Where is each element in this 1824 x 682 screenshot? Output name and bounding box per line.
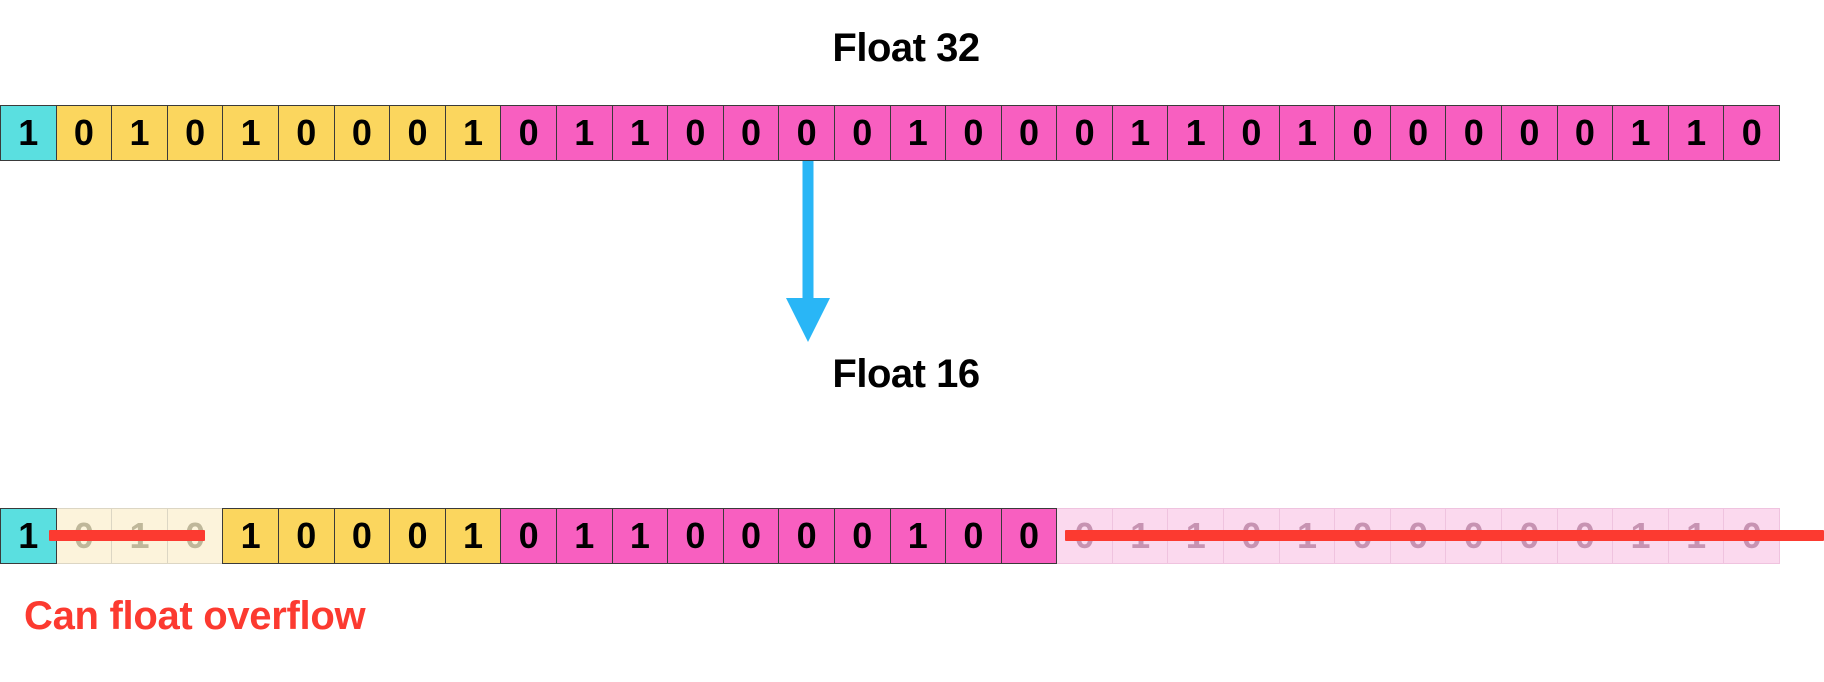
bit-cell: 0 <box>778 508 835 564</box>
bit-cell: 1 <box>444 105 502 161</box>
bit-cell: 1 <box>1111 105 1169 161</box>
bit-cell: 0 <box>333 105 391 161</box>
bit-cell: 0 <box>1445 105 1503 161</box>
bit-cell: 0 <box>833 105 891 161</box>
bit-cell: 0 <box>1723 105 1780 161</box>
bit-cell: 0 <box>1223 105 1280 161</box>
bit-cell: 0 <box>667 105 724 161</box>
bit-cell: 0 <box>389 105 446 161</box>
bit-cell: 1 <box>111 105 168 161</box>
bit-cell: 0 <box>1389 105 1447 161</box>
bit-cell: 0 <box>1056 105 1113 161</box>
bit-cell: 1 <box>1167 105 1225 161</box>
bit-cell: 0 <box>500 508 557 564</box>
bit-cell: 0 <box>778 105 835 161</box>
bit-cell: 0 <box>389 508 446 564</box>
bit-cell: 0 <box>277 105 335 161</box>
bit-cell: 0 <box>277 508 335 564</box>
bit-cell: 1 <box>1278 105 1336 161</box>
bit-cell: 0 <box>1000 508 1058 564</box>
bit-cell: 1 <box>0 105 57 161</box>
bit-cell: 1 <box>1667 105 1725 161</box>
bit-cell: 0 <box>55 105 113 161</box>
bit-cell: 1 <box>222 508 279 564</box>
float32-title: Float 32 <box>832 26 980 70</box>
bit-cell: 0 <box>1556 105 1614 161</box>
dropped-exponent-strike-line <box>49 530 205 541</box>
bit-cell: 0 <box>333 508 391 564</box>
bit-cell: 1 <box>889 105 947 161</box>
overflow-caption: Can float overflow <box>24 594 366 638</box>
bit-cell: 1 <box>1612 105 1669 161</box>
bit-cell: 0 <box>945 105 1002 161</box>
bit-cell: 1 <box>611 105 669 161</box>
bit-cell: 0 <box>722 508 780 564</box>
bit-cell: 0 <box>1501 105 1558 161</box>
float16-title: Float 16 <box>832 352 980 396</box>
bit-cell: 0 <box>500 105 557 161</box>
bit-cell: 1 <box>222 105 279 161</box>
arrow-down-icon <box>786 160 830 342</box>
bit-cell: 1 <box>555 105 613 161</box>
bit-cell: 0 <box>1000 105 1058 161</box>
bit-cell: 1 <box>611 508 669 564</box>
bit-cell: 0 <box>166 105 224 161</box>
bit-cell: 1 <box>444 508 502 564</box>
bit-cell: 0 <box>1334 105 1391 161</box>
bit-cell: 0 <box>945 508 1002 564</box>
bit-cell: 1 <box>889 508 947 564</box>
bit-cell: 1 <box>555 508 613 564</box>
bit-cell: 1 <box>0 508 57 564</box>
dropped-mantissa-strike-line <box>1065 530 1824 541</box>
bit-cell: 0 <box>833 508 891 564</box>
bit-cell: 0 <box>667 508 724 564</box>
bit-cell: 0 <box>722 105 780 161</box>
